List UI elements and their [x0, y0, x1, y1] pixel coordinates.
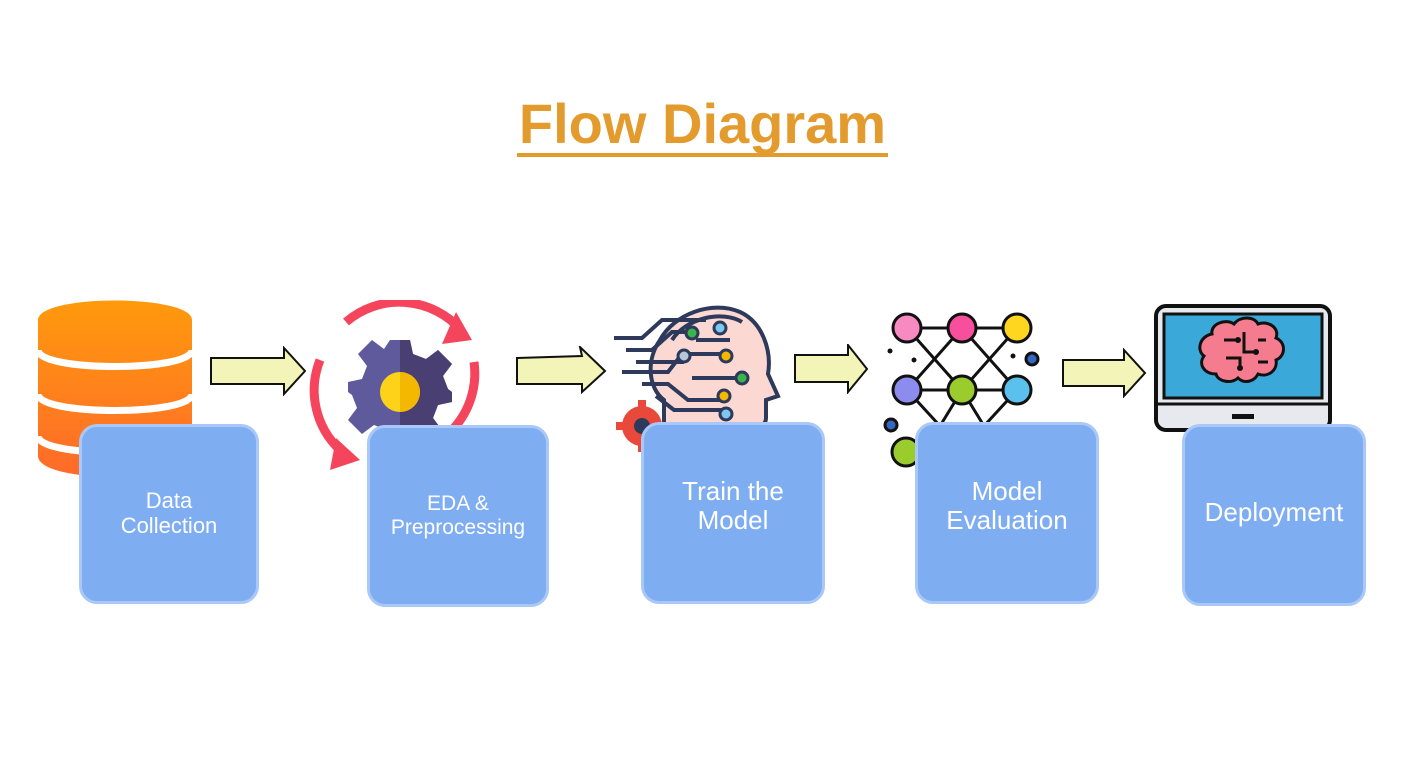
step-label-line: Train the [682, 475, 784, 506]
step-box-data-collection: Data Collection [79, 424, 259, 604]
step-label-line: EDA & [427, 492, 489, 516]
step-label-line: Evaluation [946, 505, 1068, 535]
step-label: Model Evaluation [946, 475, 1068, 535]
step-box-model-evaluation: Model Evaluation [915, 422, 1099, 604]
step-label: Deployment [1205, 498, 1344, 527]
step-label-line: Model [971, 475, 1043, 506]
step-label-line: Deployment [1204, 497, 1344, 528]
step-label-line: Collection [120, 513, 218, 538]
monitor-brain-icon [1154, 304, 1332, 432]
flow-arrow-3 [794, 344, 869, 394]
step-label: Data Collection [121, 489, 218, 538]
flow-arrow-1 [210, 346, 306, 396]
step-label: Train the Model [682, 475, 784, 535]
step-box-eda-preprocessing: EDA & Preprocessing [367, 425, 549, 607]
gear-refresh-icon [309, 300, 480, 470]
step-label-line: Preprocessing [390, 516, 526, 539]
flow-arrow-2 [516, 346, 607, 395]
step-box-train-model: Train the Model [641, 422, 825, 604]
flow-arrow-4 [1062, 348, 1147, 398]
diagram-title: Flow Diagram [0, 92, 1405, 157]
step-label-line: Model [697, 505, 769, 535]
diagram-title-text: Flow Diagram [516, 92, 889, 157]
step-label: EDA & Preprocessing [391, 492, 525, 539]
step-label-line: Data [145, 488, 193, 514]
neural-network-icon [883, 312, 1040, 468]
step-box-deployment: Deployment [1182, 424, 1366, 606]
